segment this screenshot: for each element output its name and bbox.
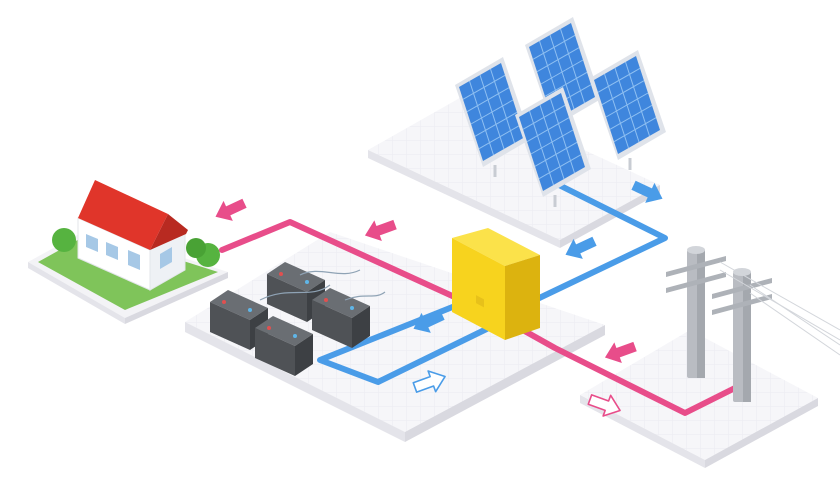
battery-front xyxy=(255,328,295,376)
panel-gridline xyxy=(613,117,657,143)
pole-cap xyxy=(687,246,705,254)
house-icon xyxy=(52,180,220,291)
arrow-shape xyxy=(587,394,621,417)
arrow-shape xyxy=(604,341,637,364)
arrow-icon xyxy=(604,341,637,364)
utility-pole-icon xyxy=(666,246,726,378)
arrow-shape xyxy=(364,219,397,242)
tree-icon xyxy=(186,238,206,258)
battery-terminal xyxy=(222,300,226,304)
panel-gridline xyxy=(522,104,566,130)
solar-panel-icon xyxy=(455,57,531,177)
pole-crossarm xyxy=(712,294,772,315)
panel-gridline xyxy=(474,111,518,137)
panel-gridline xyxy=(605,92,649,118)
pole-shade xyxy=(697,250,705,378)
solar-platform xyxy=(368,95,660,248)
panel-gridline xyxy=(526,117,570,143)
panel-gridline xyxy=(462,74,506,100)
battery-top xyxy=(267,262,325,292)
arrow-icon xyxy=(364,219,397,242)
battery-side xyxy=(295,334,313,376)
pole-crossarm xyxy=(666,256,726,277)
solar-panel-icon xyxy=(590,50,666,170)
arrow-icon xyxy=(413,310,445,333)
battery-icon xyxy=(312,288,370,348)
panel-gridline xyxy=(597,67,641,93)
arrow-shape xyxy=(412,370,446,393)
panel-gridline xyxy=(540,59,584,85)
arrow-icon xyxy=(587,394,621,417)
battery-terminal xyxy=(267,326,271,330)
battery-terminal xyxy=(305,280,309,284)
battery-terminal xyxy=(293,334,297,338)
solar-array xyxy=(455,17,666,207)
flow-arrows xyxy=(215,180,663,417)
battery-icon xyxy=(210,290,268,350)
battery-terminal xyxy=(350,306,354,310)
battery-bank xyxy=(210,262,370,376)
battery-icon xyxy=(255,316,313,376)
panel-gridline xyxy=(609,104,653,130)
battery-front xyxy=(210,302,250,350)
battery-terminal xyxy=(324,298,328,302)
battery-top xyxy=(312,288,370,318)
pole-crossarm xyxy=(666,272,726,293)
arrow-icon xyxy=(565,236,597,259)
pole-shade xyxy=(743,272,751,402)
pole-cap xyxy=(733,268,751,276)
battery-terminal xyxy=(279,272,283,276)
inverter-icon xyxy=(452,228,540,340)
battery-cables xyxy=(259,269,386,301)
panel-gridline xyxy=(538,154,582,180)
panel-gridline xyxy=(466,87,510,113)
panel-gridline xyxy=(530,129,574,155)
blue-flow-line xyxy=(317,175,668,385)
panel-gridline xyxy=(470,99,514,125)
tree-icon xyxy=(52,228,76,252)
arrow-icon xyxy=(215,198,247,221)
panel-gridline xyxy=(544,71,588,97)
battery-top xyxy=(210,290,268,320)
arrow-shape xyxy=(413,310,445,333)
arrow-shape xyxy=(215,198,247,221)
panel-gridline xyxy=(534,141,578,167)
panel-gridline xyxy=(536,47,580,73)
battery-side xyxy=(352,306,370,348)
solar-panel-icon xyxy=(515,87,591,207)
panel-gridline xyxy=(532,34,576,60)
battery-front xyxy=(267,274,307,322)
battery-terminal xyxy=(248,308,252,312)
panel-gridline xyxy=(601,80,645,106)
battery-top xyxy=(255,316,313,346)
panel-gridline xyxy=(478,124,522,150)
arrow-icon xyxy=(412,370,446,393)
power-wires xyxy=(719,261,840,356)
arrow-shape xyxy=(631,180,663,203)
battery-front xyxy=(312,300,352,348)
arrow-shape xyxy=(565,236,597,259)
arrow-icon xyxy=(631,180,663,203)
